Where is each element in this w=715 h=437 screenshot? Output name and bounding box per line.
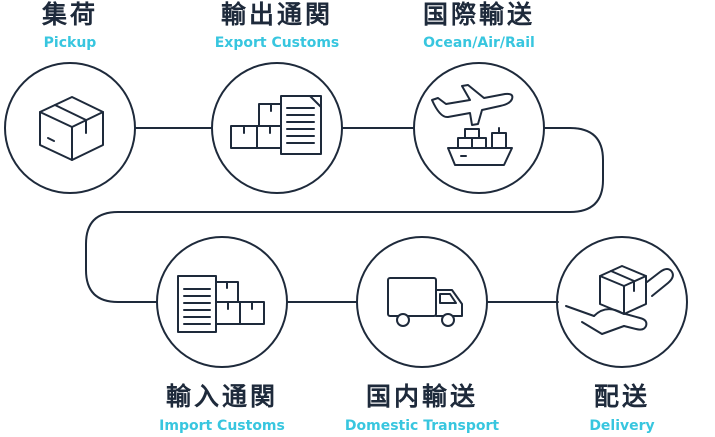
boxes-document-icon [230,95,322,155]
delivery-truck-icon [387,277,463,327]
step-circle-delivery [556,236,688,368]
step-title-ocean-air-rail: 国際輸送 [422,0,535,29]
step-title-export-customs: 輸出通関 [220,0,333,29]
step-circle-domestic-transport [356,236,488,368]
step-title-domestic-transport: 国内輸送 [365,382,478,411]
step-circle-ocean-air-rail [413,62,545,194]
step-subtitle-ocean-air-rail: Ocean/Air/Rail [423,35,535,51]
step-title-import-customs: 輸入通関 [165,382,278,411]
hand-package-icon [565,265,674,335]
step-circle-export-customs [211,62,343,194]
step-circle-pickup [4,62,136,194]
flow-connector-lines [85,127,604,303]
step-title-pickup: 集荷 [41,0,98,29]
package-box-icon [39,96,104,161]
step-title-delivery: 配送 [593,382,650,411]
step-subtitle-domestic-transport: Domestic Transport [344,418,500,434]
step-subtitle-import-customs: Import Customs [159,418,285,434]
document-boxes-icon [177,275,265,333]
plane-ship-icon [431,84,514,166]
step-subtitle-export-customs: Export Customs [214,35,340,51]
step-subtitle-pickup: Pickup [43,35,97,51]
step-circle-import-customs [156,236,288,368]
step-subtitle-delivery: Delivery [589,418,655,434]
